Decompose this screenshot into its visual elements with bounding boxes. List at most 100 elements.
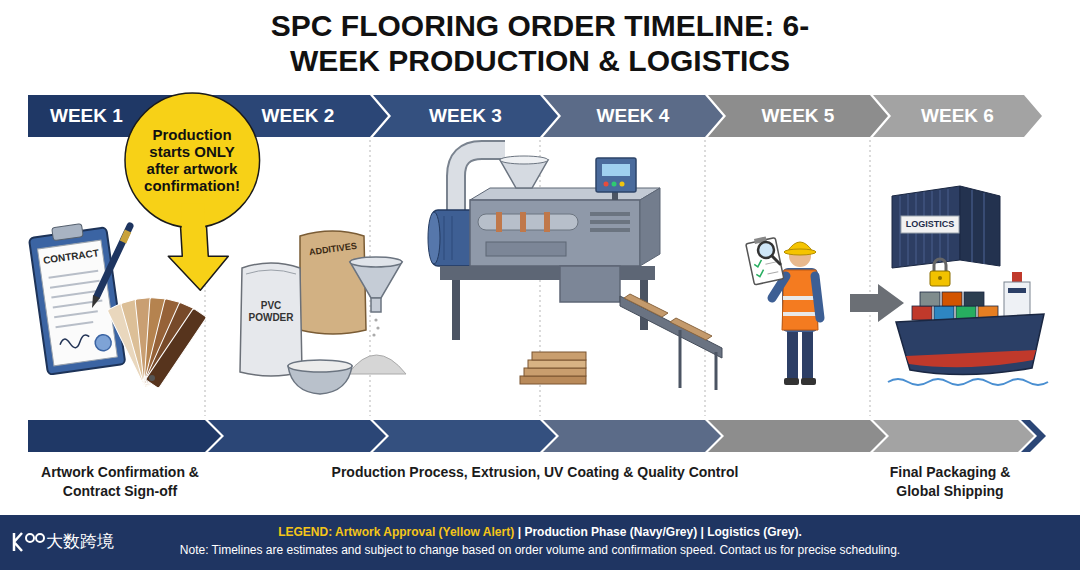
shipping-arrow: [850, 284, 904, 322]
padlock: [930, 259, 950, 286]
funnel: [372, 333, 375, 336]
inspector: [746, 238, 784, 285]
extrusion-machine: [470, 200, 640, 266]
inspector: [783, 296, 817, 300]
contract-clipboard: [50, 281, 100, 288]
extrusion-machine: [640, 188, 660, 266]
padlock: [938, 276, 942, 280]
pen: [92, 226, 130, 308]
shipping-arrow: [850, 284, 904, 322]
inspector: [745, 235, 784, 285]
inspector: [801, 378, 816, 385]
extrusion-machine: [544, 212, 550, 232]
week-band: WEEK 6: [873, 95, 1042, 137]
phase-bar: [543, 420, 721, 452]
extrusion-machine: [428, 150, 660, 340]
pvc-powder-bag: [240, 263, 302, 376]
plank-stack: [528, 360, 586, 368]
chevron-shape: [708, 95, 888, 137]
plank-stack: [532, 352, 586, 360]
diagram-title: SPC FLOORING ORDER TIMELINE: 6-WEEK PROD…: [250, 8, 830, 78]
conveyor: [670, 318, 712, 340]
mixing-bowl: [288, 360, 352, 372]
powder-pile: [348, 355, 406, 374]
shipping-container: [971, 190, 973, 262]
cargo-ship: [912, 306, 932, 320]
extrusion-machine: [602, 164, 630, 176]
contract-clipboard: [49, 271, 99, 278]
cargo-ship: [1008, 288, 1026, 293]
inspector: [802, 328, 813, 380]
phase-label: Production Process, Extrusion, UV Coatin…: [275, 463, 795, 482]
funnel: [376, 326, 379, 329]
inspector: [772, 256, 780, 264]
cargo-ship: [1004, 282, 1030, 318]
phase-bar: [1021, 420, 1046, 452]
cargo-ship: [964, 292, 984, 306]
extrusion-machine: [590, 212, 630, 216]
week-label: WEEK 1: [50, 105, 123, 127]
watermark: 大数跨境: [46, 531, 114, 551]
color-swatch-fan: [145, 308, 206, 388]
pvc-powder-bag: [240, 263, 302, 376]
legend-text: | Production Phase (Navy/Grey) | Logisti…: [518, 525, 802, 539]
chevron-shape: [373, 95, 558, 137]
extrusion-machine: [604, 182, 609, 187]
funnel: [350, 257, 402, 337]
contract-clipboard: [56, 322, 94, 327]
chevron-shape: [543, 95, 723, 137]
alert-text: Production starts ONLY after artwork con…: [141, 126, 243, 194]
conveyor: [715, 352, 718, 390]
container-label: LOGISTICS: [903, 219, 957, 230]
week-separator: [205, 140, 870, 416]
contract-clipboard: [29, 227, 125, 375]
week-band: WEEK 5: [708, 95, 888, 137]
contract-clipboard: [38, 240, 118, 366]
inspector: [787, 328, 798, 380]
padlock: [934, 259, 946, 272]
contract-clipboard: [28, 220, 125, 374]
phase-label: Artwork Confirmation & Contract Sign-off: [35, 463, 205, 501]
extrusion-machine: [428, 212, 440, 264]
watermark-logo: [36, 534, 44, 542]
additives-bag: [300, 231, 366, 334]
mixing-bowl: [288, 360, 352, 394]
chevron-shape: [873, 95, 1042, 137]
watermark-logo: [10, 529, 46, 555]
extrusion-machine: [478, 214, 578, 230]
cargo-ship: [920, 292, 940, 306]
pen: [92, 295, 100, 308]
alert-callout: Production starts ONLY after artwork con…: [123, 91, 262, 293]
contract-clipboard: [59, 334, 90, 349]
plank-stack: [520, 376, 586, 384]
contract-clipboard: [94, 334, 112, 352]
inspector: [765, 262, 776, 264]
phase-bar: [373, 420, 556, 452]
funnel: [374, 318, 377, 321]
cargo-ship: [896, 314, 1044, 375]
extrusion-machine: [496, 212, 502, 232]
cargo-ship: [888, 379, 1048, 385]
inspector: [784, 378, 799, 385]
shipping-container: [983, 193, 985, 264]
watermark-logo: [14, 533, 22, 551]
additives-bag: [300, 231, 366, 334]
cargo-ship: [888, 272, 1048, 385]
inspector: [783, 312, 817, 316]
shipping-container: [901, 216, 959, 233]
pvc-powder-bag: [246, 270, 296, 274]
document-label: CONTRACT: [40, 247, 101, 267]
inspector: [815, 276, 820, 318]
phase-bar: [873, 420, 1034, 452]
plank-stack: [520, 352, 586, 384]
footnote: Note: Timelines are estimates and subjec…: [130, 542, 950, 558]
contract-clipboard: [49, 271, 105, 327]
extrusion-machine: [486, 242, 566, 256]
cargo-ship: [906, 350, 1036, 367]
contract-clipboard: [52, 224, 84, 241]
contract-clipboard: [54, 311, 98, 317]
plank-stack: [524, 368, 586, 376]
color-swatch-fan: [107, 298, 207, 389]
phase-bar: [28, 420, 1046, 452]
